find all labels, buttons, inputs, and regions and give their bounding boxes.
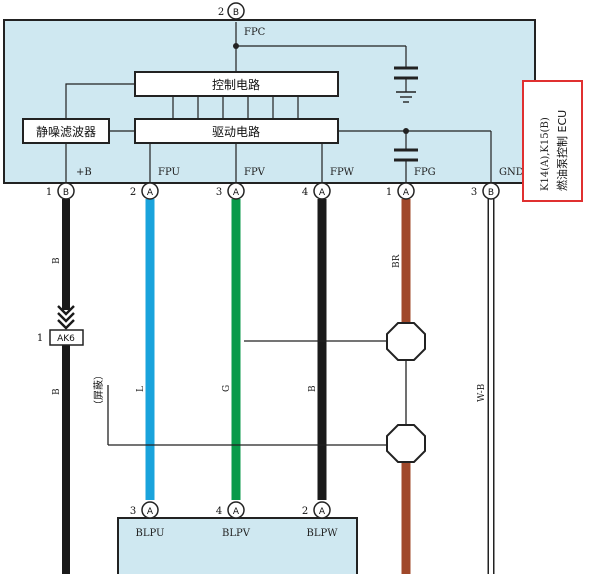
terminal-signal-fpu: FPU — [158, 167, 180, 178]
terminal-num-4: 4 — [302, 187, 308, 198]
inline-connector-number: 1 — [37, 333, 43, 344]
terminal-signal-+b: +B — [76, 167, 92, 178]
shield-junction-top — [386, 322, 426, 361]
wire-label-br: BR — [392, 254, 402, 268]
control-circuit-box — [134, 71, 339, 97]
terminal-signal-fpv: FPV — [244, 167, 266, 178]
terminal-num-2: 2 — [130, 187, 136, 198]
ecu-name-line1: K14(A),K15(B) — [540, 117, 551, 191]
wire-label-b-lower: B — [52, 388, 62, 395]
terminal-pin-2: A — [147, 188, 154, 198]
wire-label-fpw: B — [308, 385, 318, 392]
wire-label-l: L — [136, 386, 146, 392]
top-connector-number: 2 — [218, 7, 224, 18]
ecu-name-line2: 燃油泵控制 ECU — [555, 110, 569, 191]
terminal-pin-4: A — [319, 188, 326, 198]
terminal-pin-3: A — [233, 188, 240, 198]
terminal-num-5: 1 — [386, 187, 392, 198]
bottom-num-2: 4 — [216, 506, 222, 517]
terminal-pin-1: B — [63, 188, 69, 198]
shield-junction-bottom — [386, 424, 426, 463]
terminal-signal-fpw: FPW — [330, 167, 355, 178]
bottom-num-1: 3 — [130, 506, 136, 517]
control-circuit-label: 控制电路 — [212, 77, 260, 92]
bottom-pin-1: A — [147, 507, 154, 517]
bottom-signal-blpv: BLPV — [222, 528, 251, 539]
drive-circuit-box — [134, 118, 339, 144]
terminal-num-3: 3 — [216, 187, 222, 198]
wire-label-b-upper: B — [52, 257, 62, 264]
connector-chevrons — [57, 305, 75, 330]
wire-label-wb: W-B — [477, 383, 487, 402]
terminal-signal-gnd: GND — [499, 167, 524, 178]
inline-connector-name: AK6 — [57, 334, 75, 344]
drive-circuit-label: 驱动电路 — [212, 124, 260, 139]
ecu-body — [3, 19, 536, 184]
bus-lines — [172, 96, 299, 119]
terminal-num-6: 3 — [471, 187, 477, 198]
top-connector-pin — [227, 2, 245, 20]
bottom-num-3: 2 — [302, 506, 308, 517]
bottom-terminal-pins — [141, 501, 331, 519]
top-connector-pin-label: B — [233, 8, 239, 18]
bottom-pin-3: A — [319, 507, 326, 517]
inline-connector-box — [49, 329, 84, 346]
top-connector-signal: FPC — [244, 27, 266, 38]
ecu-terminal-pins — [57, 182, 500, 200]
bottom-signal-blpu: BLPU — [136, 528, 165, 539]
fuel-pump-body — [117, 517, 358, 574]
terminal-pin-6: B — [488, 188, 494, 198]
wire-label-g: G — [222, 385, 232, 392]
shield-label: （屏蔽） — [93, 370, 105, 410]
ecu-name-highlight — [522, 80, 583, 202]
noise-filter-label: 静噪滤波器 — [36, 125, 96, 139]
terminal-num-1: 1 — [46, 187, 52, 198]
terminal-signal-fpg: FPG — [414, 167, 436, 178]
bottom-signal-blpw: BLPW — [307, 528, 339, 539]
bottom-pin-2: A — [233, 507, 240, 517]
terminal-pin-5: A — [403, 188, 410, 198]
